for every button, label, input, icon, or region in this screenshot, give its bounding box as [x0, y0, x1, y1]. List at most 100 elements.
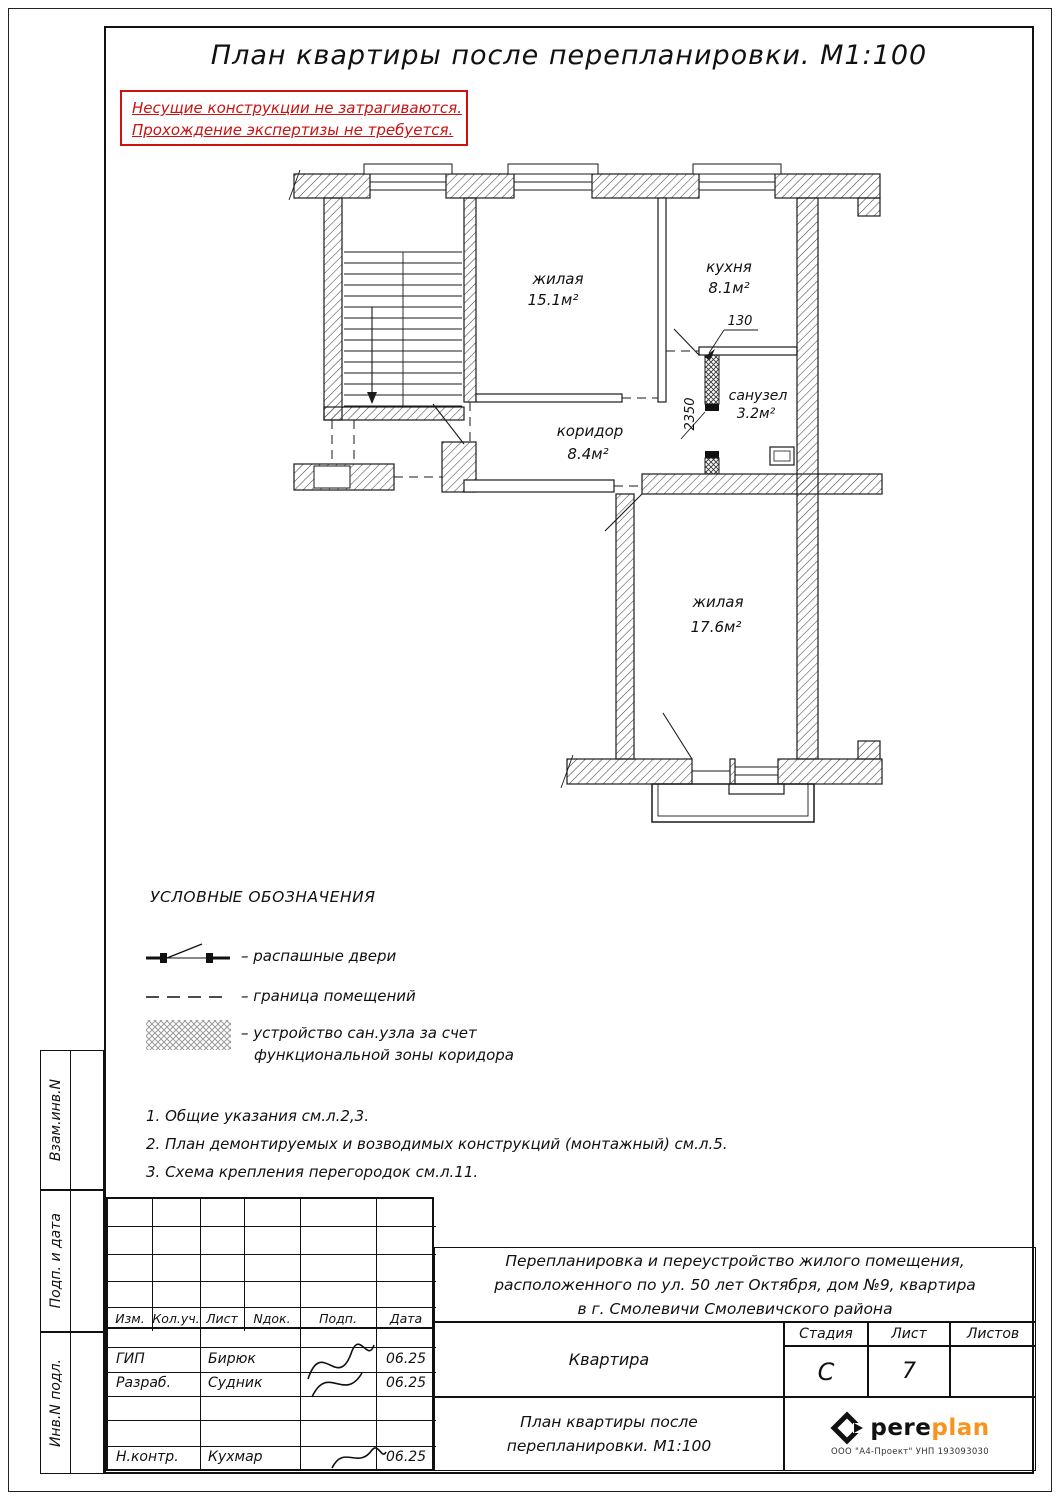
legend-label-boundary: – граница помещений: [241, 987, 416, 1005]
grid-line: [152, 1199, 153, 1331]
company-name: ООО "А4-Проект" УНП 193093030: [831, 1447, 989, 1457]
sanuzel-door-leaf: [680, 411, 706, 440]
tb-object-name: Квартира: [434, 1322, 784, 1397]
balcony: [651, 783, 815, 823]
tb-left-grid-top: Изм. Кол.уч. Лист Nдок. Подп. Дата: [106, 1197, 436, 1331]
signature-flourish: [307, 1343, 375, 1398]
grid-line: [108, 1307, 436, 1308]
drawing-title-line-1: План квартиры после: [520, 1413, 698, 1431]
tb-stage-value: С: [784, 1346, 868, 1397]
tb-sheet-value: 7: [868, 1346, 950, 1397]
object-name-text: Квартира: [568, 1350, 650, 1369]
tb-sheets-value: [950, 1346, 1036, 1397]
grid-line: [108, 1420, 436, 1421]
side-label-podp: Подп. и дата: [47, 1213, 64, 1309]
warning-note: Несущие конструкции не затрагиваются. Пр…: [120, 90, 468, 146]
stairwell: [323, 197, 465, 421]
tb-name-biryuk: Бирюк: [208, 1351, 256, 1367]
floor-plan: жилая 15.1м² кухня 8.1м² санузел 3.2м² к…: [288, 163, 883, 823]
room-area-sanuzel: 3.2м²: [737, 406, 776, 422]
brand-pere: pere: [870, 1415, 932, 1441]
sanuzel-fixture: [769, 446, 795, 466]
tb-col-list: Лист: [206, 1311, 238, 1326]
crosshatch-symbol: [146, 1020, 231, 1050]
balcony-door-leaf: [662, 712, 693, 760]
windows-top: [363, 163, 782, 191]
dimension-130-leader: [704, 329, 758, 360]
legend-label-sanuzel-2: функциональной зоны коридора: [254, 1046, 514, 1064]
tb-col-ndok: Nдок.: [253, 1311, 291, 1326]
tb-stage-label: Стадия: [784, 1322, 868, 1346]
note-1: 1. Общие указания см.л.2,3.: [146, 1107, 369, 1125]
tb-role-nkontr: Н.контр.: [116, 1449, 179, 1465]
room-labels: жилая 15.1м² кухня 8.1м² санузел 3.2м² к…: [528, 258, 788, 636]
tb-role-razrab: Разраб.: [116, 1375, 172, 1391]
tb-sheets-label: Листов: [950, 1322, 1036, 1346]
main-horizontal-wall: [463, 473, 883, 532]
side-label-vzam: Взам.инв.N: [47, 1078, 64, 1162]
tb-logo-cell: pereplan ООО "А4-Проект" УНП 193093030: [784, 1397, 1036, 1471]
side-cell-inv: Инв.N подл.: [40, 1332, 104, 1474]
tb-role-gip: ГИП: [116, 1351, 145, 1367]
grid-line: [108, 1254, 436, 1255]
legend-label-doors: – распашные двери: [241, 947, 397, 965]
tb-date-razrab: 06.25: [386, 1375, 427, 1391]
warning-line-1: Несущие конструкции не затрагиваются.: [132, 99, 462, 117]
grid-line: [108, 1281, 436, 1282]
grid-line: [300, 1329, 301, 1471]
sheet-value-text: 7: [902, 1359, 916, 1384]
dimension-130: 130: [728, 314, 753, 329]
grid-line: [376, 1199, 377, 1331]
sheet-label-text: Лист: [891, 1326, 927, 1342]
boundary-line-symbol: [146, 996, 228, 998]
tb-left-grid-bottom: ГИП Бирюк 06.25 Разраб. Судник 06.25 Н.к…: [106, 1329, 436, 1471]
room-label-living1: жилая: [531, 270, 583, 288]
side-cell-vzam: Взам.инв.N: [40, 1050, 104, 1190]
tb-col-data: Дата: [389, 1311, 423, 1326]
dimension-2350: 2350: [683, 397, 698, 430]
room-area-living1: 15.1м²: [528, 291, 579, 309]
project-line-3: в г. Смолевичи Смолевичского района: [577, 1299, 893, 1318]
side-cell-podp: Подп. и дата: [40, 1190, 104, 1332]
tb-name-sudnik: Судник: [208, 1375, 263, 1391]
grid-line: [200, 1199, 201, 1331]
side-label-inv: Инв.N подл.: [47, 1358, 64, 1448]
room-label-kitchen: кухня: [706, 258, 752, 276]
tb-name-kukhmar: Кухмар: [208, 1449, 263, 1465]
notes: 1. Общие указания см.л.2,3. 2. План демо…: [146, 1102, 1006, 1186]
side-strip: Взам.инв.N Подп. и дата Инв.N подл.: [40, 1050, 104, 1474]
stage-value-text: С: [817, 1357, 835, 1386]
title-block: Изм. Кол.уч. Лист Nдок. Подп. Дата ГИП Б…: [106, 28, 1036, 1472]
pereplan-logo-icon: [830, 1411, 865, 1445]
room-area-kitchen: 8.1м²: [708, 279, 749, 297]
side-subcell: Инв.N подл.: [41, 1333, 71, 1473]
tb-col-koluch: Кол.уч.: [152, 1311, 200, 1326]
drawing-frame: План квартиры после перепланировки. М1:1…: [104, 26, 1036, 1474]
room-label-living2: жилая: [691, 593, 743, 611]
drawing-title-line-2: перепланировки. М1:100: [506, 1437, 712, 1455]
room2-walls: [560, 197, 883, 795]
side-subcell: Взам.инв.N: [41, 1051, 71, 1189]
note-2: 2. План демонтируемых и возводимых конст…: [146, 1135, 728, 1153]
tb-date-nkontr: 06.25: [386, 1449, 427, 1465]
side-subcell: Подп. и дата: [41, 1191, 71, 1331]
tb-sheet-label: Лист: [868, 1322, 950, 1346]
tb-date-gip: 06.25: [386, 1351, 427, 1367]
brand-text: pereplan: [870, 1415, 989, 1441]
stage-label-text: Стадия: [799, 1326, 853, 1342]
grid-line: [108, 1396, 436, 1397]
note-3: 3. Схема крепления перегородок см.л.11.: [146, 1163, 479, 1181]
grid-line: [200, 1329, 201, 1471]
signature-nkontr: [331, 1447, 387, 1469]
legend-label-sanuzel-1: – устройство сан.узла за счет: [241, 1024, 477, 1042]
sheets-label-text: Листов: [966, 1326, 1020, 1342]
page-outer-border: [8, 8, 1052, 1492]
project-line-1: Перепланировка и переустройство жилого п…: [505, 1251, 965, 1270]
page-title: План квартиры после перепланировки. М1:1…: [210, 40, 928, 71]
legend-title: УСЛОВНЫЕ ОБОЗНАЧЕНИЯ: [150, 888, 376, 906]
grid-line: [108, 1226, 436, 1227]
project-line-2: расположенного по ул. 50 лет Октября, до…: [494, 1275, 976, 1294]
tb-col-izm: Изм.: [115, 1311, 145, 1326]
grid-line: [108, 1446, 436, 1447]
